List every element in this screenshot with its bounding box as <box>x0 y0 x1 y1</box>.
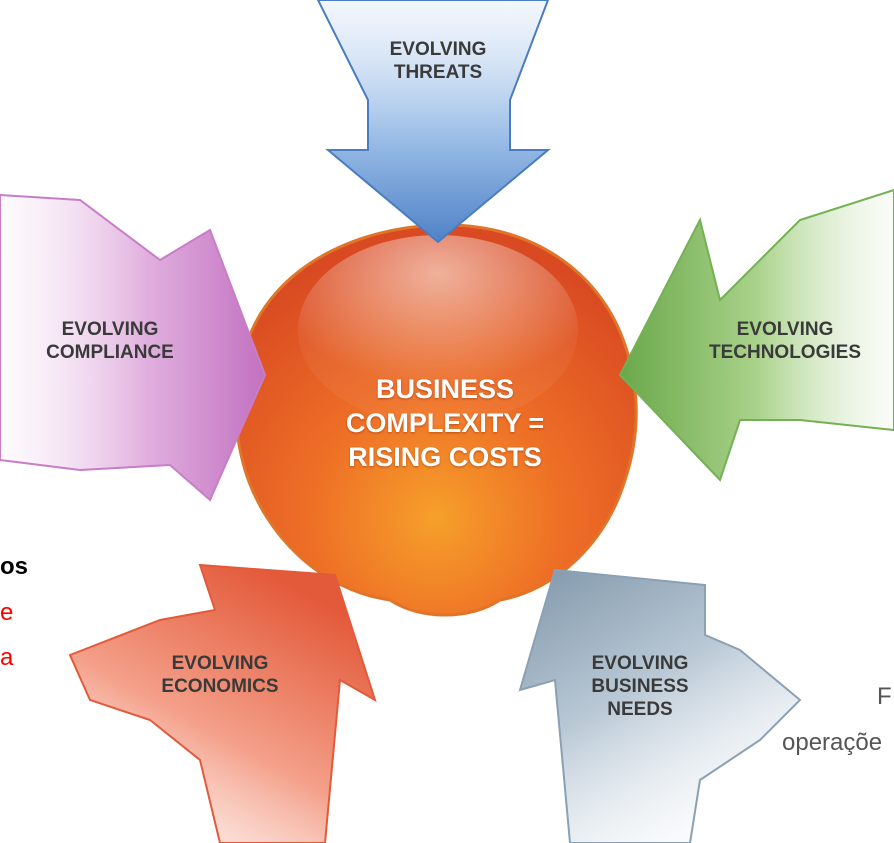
partial-text-left-2: e <box>0 599 14 626</box>
label-evolving-technologies: EVOLVING TECHNOLOGIES <box>708 319 861 363</box>
arrow-compliance <box>0 193 267 502</box>
arrow-technologies <box>618 188 894 482</box>
arrow-business-needs <box>518 568 802 843</box>
label-evolving-threats: EVOLVING THREATS <box>389 39 487 83</box>
partial-text-right-1: F <box>877 683 892 710</box>
arrow-economics <box>68 563 377 843</box>
label-evolving-economics: EVOLVING ECONOMICS <box>161 653 279 697</box>
label-evolving-business-needs: EVOLVING BUSINESS NEEDS <box>591 653 689 720</box>
partial-text-left-1: os <box>0 553 29 580</box>
arrow-threats <box>316 0 551 244</box>
label-evolving-compliance: EVOLVING COMPLIANCE <box>46 319 174 363</box>
center-label: BUSINESS COMPLEXITY = RISING COSTS <box>345 374 545 472</box>
partial-text-left-3: a <box>0 644 14 671</box>
partial-text-right-2: operaçõe <box>782 729 883 756</box>
center-hub <box>234 223 638 617</box>
